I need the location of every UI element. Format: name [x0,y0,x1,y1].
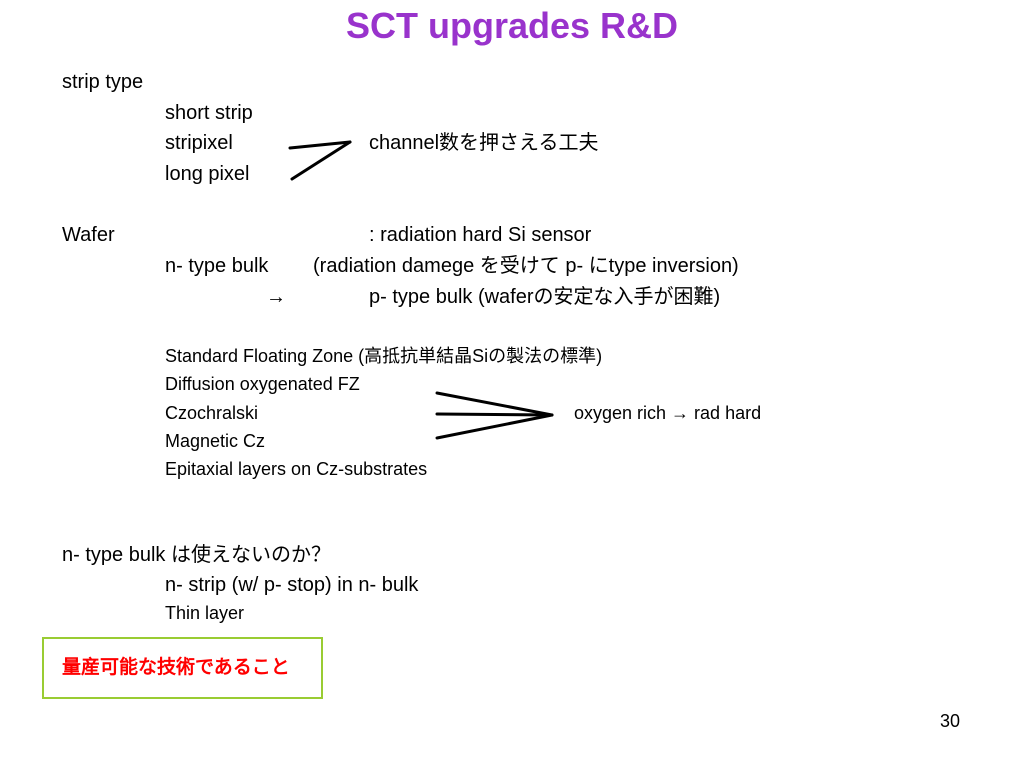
strip-item-stripixel: stripixel [165,132,233,154]
strip-bracket-upper [288,140,352,150]
material-sfz: Standard Floating Zone (高抵抗単結晶Siの製法の標準) [165,346,603,366]
arrow-right-icon: → [266,286,286,308]
strip-item-short: short strip [165,102,253,124]
wafer-label: Wafer [62,224,115,246]
strip-bracket-lower [290,140,352,181]
highlight-text: 量産可能な技術であること [62,657,290,678]
materials-note: oxygen rich → rad hard [574,403,762,423]
material-bracket-lower [435,413,554,440]
strip-type-heading: strip type [62,71,144,93]
material-czochralski: Czochralski [165,403,259,423]
wafer-desc: : radiation hard Si sensor [369,224,592,246]
strip-note: channel数を押さえる工夫 [369,132,599,154]
ptype-bulk-desc: p- type bulk (waferの安定な入手が困難) [369,286,721,308]
nbulk-strip: n- strip (w/ p- stop) in n- bulk [165,574,419,596]
material-magnetic-cz: Magnetic Cz [165,431,266,451]
material-dofz: Diffusion oxygenated FZ [165,374,360,394]
nbulk-question: n- type bulk は使えないのか？ [62,544,331,566]
strip-item-long-pixel: long pixel [165,163,250,185]
nbulk-thin-layer: Thin layer [165,603,245,623]
highlight-box [42,637,323,699]
material-bracket-upper [435,391,554,417]
material-epitaxial: Epitaxial layers on Cz-substrates [165,459,428,479]
ntype-bulk-label: n- type bulk [165,255,269,277]
ntype-bulk-desc: (radiation damege を受けて p- にtype inversio… [313,255,739,277]
slide-title: SCT upgrades R&D [345,5,679,46]
material-bracket-middle [435,412,554,417]
page-number: 30 [940,711,961,731]
